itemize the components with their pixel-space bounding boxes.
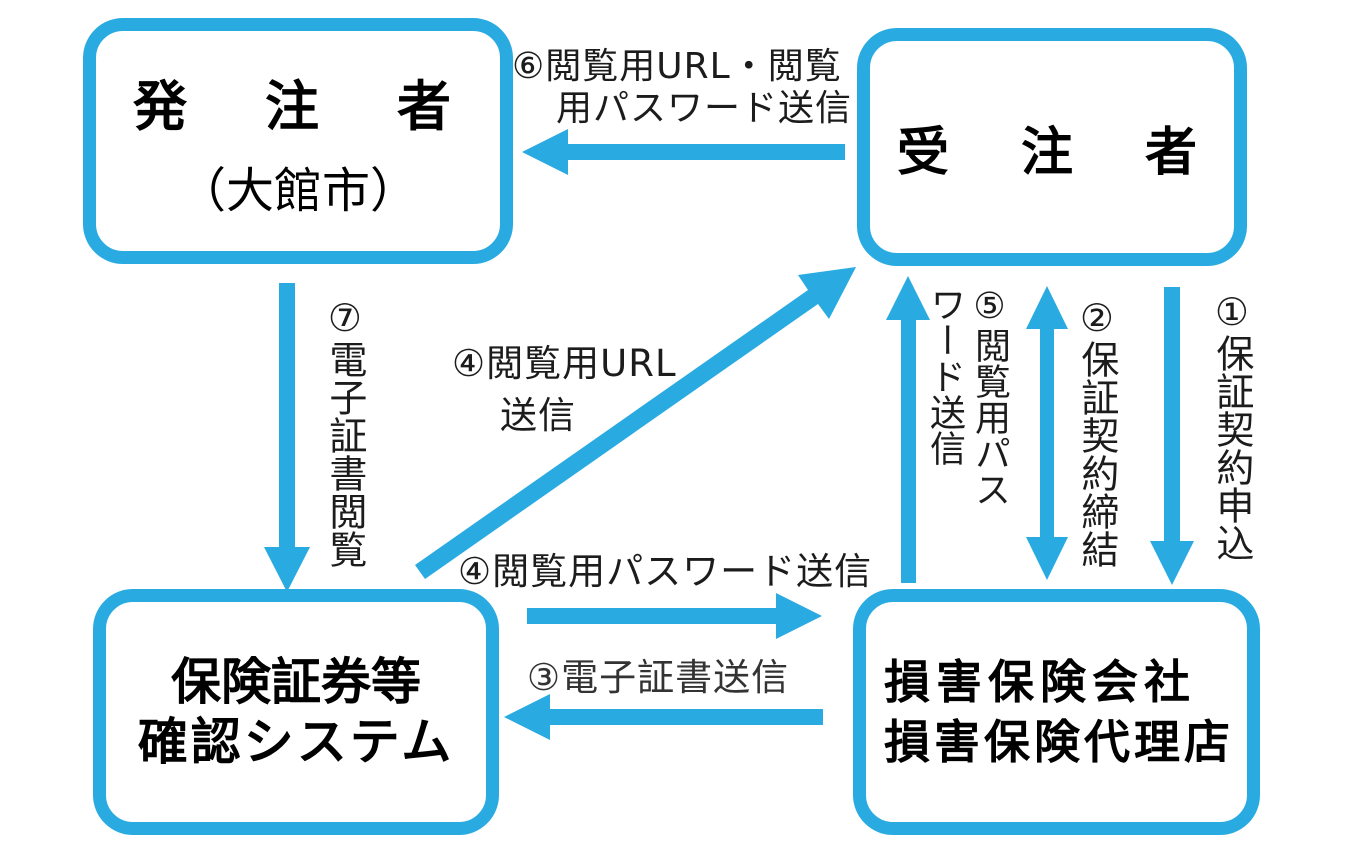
- node-system-title-line2: 確認システム: [137, 713, 455, 771]
- label-step1: ①保証契約申込: [1209, 290, 1254, 562]
- arrow-step2-double-icon: [1026, 286, 1068, 580]
- node-contractor: 受 注 者: [857, 28, 1247, 266]
- label-step4-url-line2: 送信: [500, 394, 576, 437]
- node-orderer-title: 発 注 者: [133, 74, 463, 138]
- label-step6-line1: ⑥閲覧用URL・閲覧: [512, 46, 842, 87]
- label-step5: ⑤閲覧用パス ワード送信: [922, 286, 1012, 507]
- label-step4-password: ④閲覧用パスワード送信: [458, 550, 873, 593]
- label-step6-line2: 用パスワード送信: [556, 88, 853, 129]
- arrow-step3-left-icon: [504, 694, 823, 740]
- arrow-step5-up-icon: [886, 276, 930, 583]
- label-step3: ③電子証書送信: [527, 656, 790, 699]
- node-orderer: 発 注 者 （大館市）: [83, 18, 513, 264]
- label-step6: ⑥閲覧用URL・閲覧 用パスワード送信: [512, 46, 852, 130]
- label-step2: ②保証契約締結: [1074, 296, 1119, 568]
- node-contractor-title: 受 注 者: [896, 122, 1207, 183]
- node-system-title-line1: 保険証券等: [171, 653, 421, 711]
- arrow-step7-down-icon: [264, 283, 310, 592]
- node-insurer-title-line1: 損害保険会社: [884, 655, 1196, 709]
- label-step4-url-line1: ④閲覧用URL: [452, 342, 677, 385]
- node-insurer: 損害保険会社 損害保険代理店: [853, 589, 1260, 835]
- node-orderer-subtitle: （大館市）: [177, 162, 418, 219]
- node-insurer-title-line2: 損害保険代理店: [884, 715, 1234, 769]
- arrow-step4-right-icon: [527, 593, 822, 639]
- arrow-step1-down-icon: [1150, 287, 1194, 585]
- label-step4-url: ④閲覧用URL 送信: [452, 338, 677, 442]
- label-step5-line2: ワード送信: [924, 286, 965, 466]
- label-step7: ⑦電子証書閲覧: [322, 296, 367, 568]
- arrow-step4-diagonal-icon: [415, 267, 856, 579]
- arrow-step6-left-icon: [522, 129, 845, 175]
- label-step5-line1: ⑤閲覧用パス: [969, 286, 1010, 507]
- node-system: 保険証券等 確認システム: [93, 589, 499, 835]
